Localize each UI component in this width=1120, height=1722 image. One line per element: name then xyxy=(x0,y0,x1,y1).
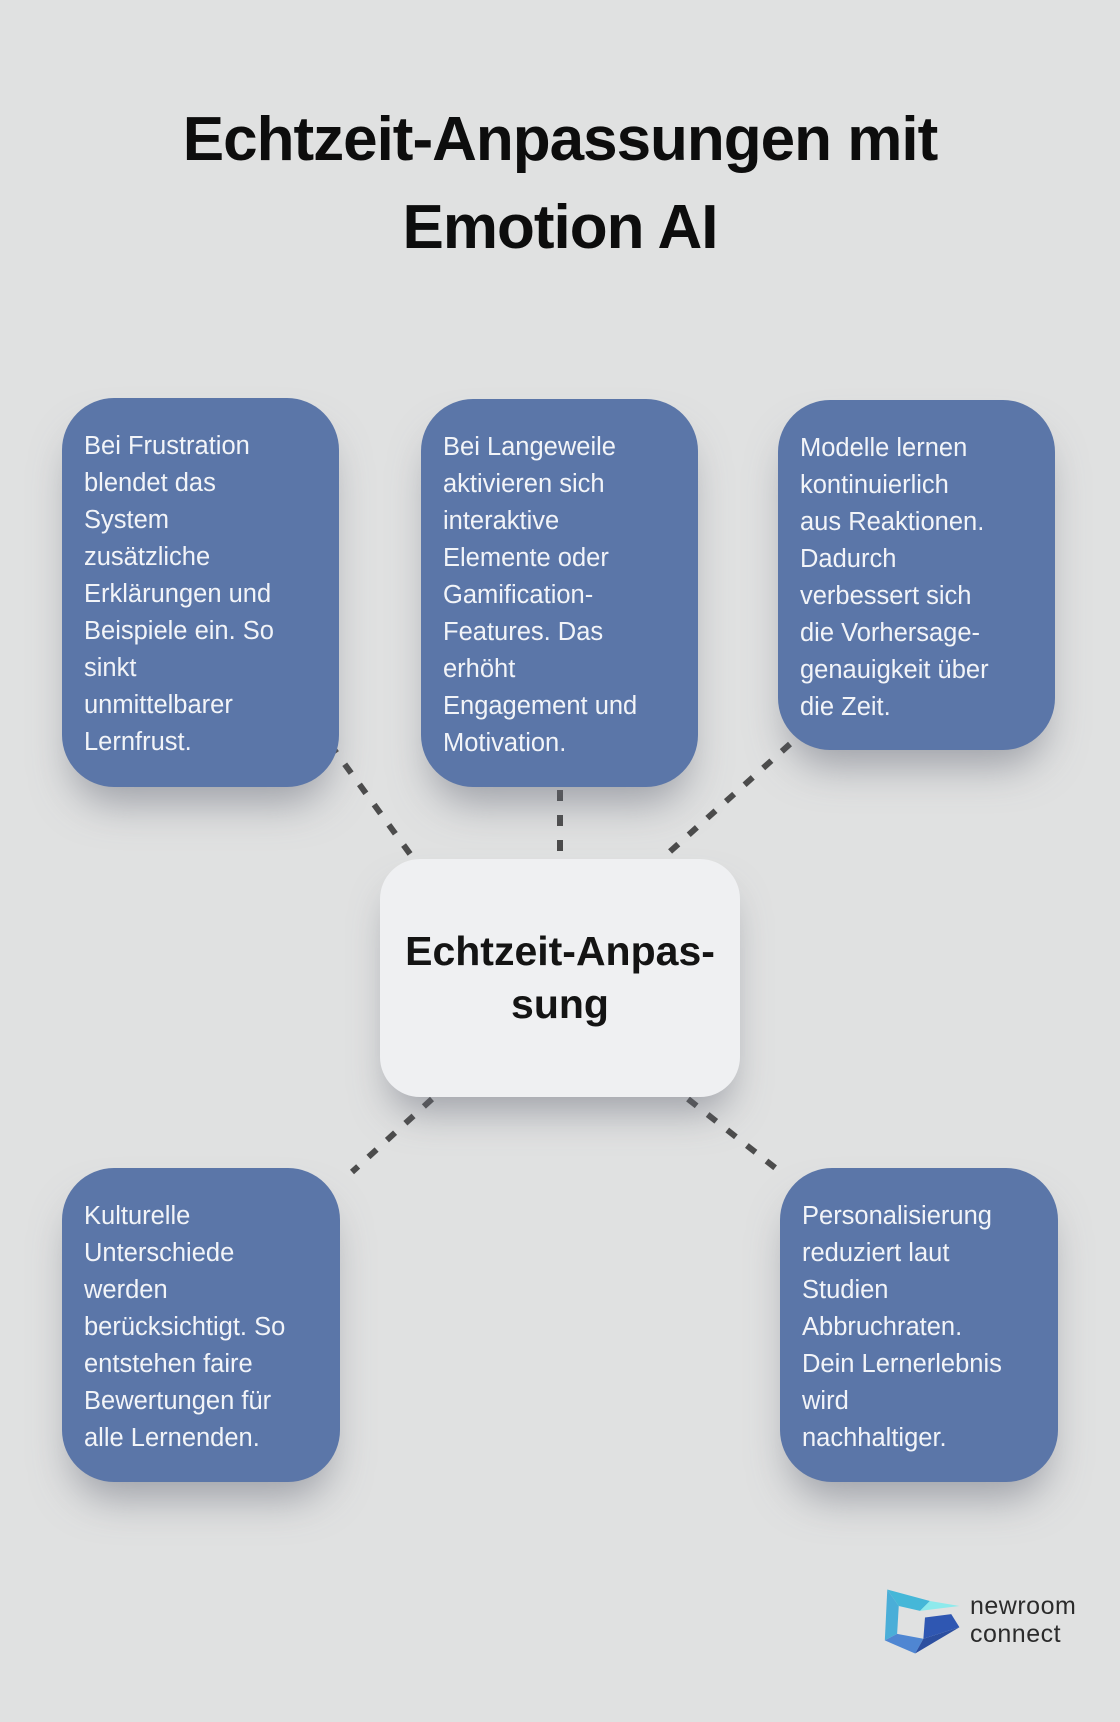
newroom-connect-logo: newroom connect xyxy=(884,1578,1084,1670)
central-node: Echtzeit-Anpas- sung xyxy=(380,859,740,1097)
newroom-connect-logo-icon xyxy=(884,1589,960,1654)
node-personalisierung: Personalisierung reduziert laut Studien … xyxy=(780,1168,1058,1482)
newroom-connect-logo-text: newroom connect xyxy=(970,1592,1076,1648)
page-title-line1: Echtzeit-Anpassungen mit xyxy=(182,105,939,174)
connector-frustration xyxy=(327,742,416,860)
node-langeweile: Bei Langeweile aktivieren sich interakti… xyxy=(421,399,698,787)
logo-text-line2: connect xyxy=(970,1620,1062,1648)
logo-text-line1: newroom xyxy=(970,1592,1077,1620)
page-title: Echtzeit-Anpassungen mit Emotion AI xyxy=(0,96,1120,272)
page-title-line2: Emotion AI xyxy=(402,193,719,262)
node-frustration: Bei Frustration blendet das System zusät… xyxy=(62,398,339,787)
connector-personal xyxy=(686,1096,785,1177)
node-modelle: Modelle lernen kontinuierlich aus Reakti… xyxy=(778,400,1055,750)
connector-kulturell xyxy=(349,1096,435,1175)
node-kulturell: Kulturelle Unterschiede werden berücksic… xyxy=(62,1168,340,1482)
